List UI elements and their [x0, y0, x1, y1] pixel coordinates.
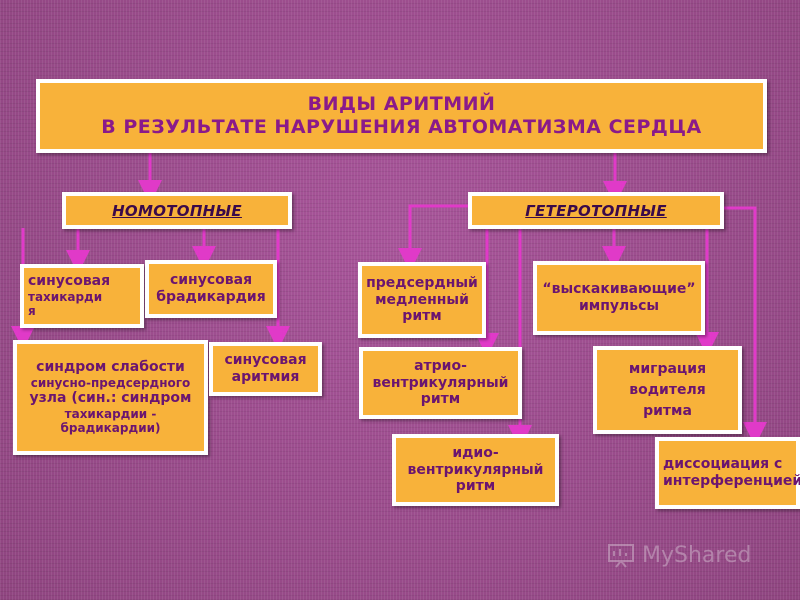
nomotopic-label: НОМОТОПНЫЕ: [112, 201, 242, 220]
atrial-slow-line-1: предсердный: [366, 274, 478, 291]
escape-impulses-line-2: импульсы: [578, 298, 660, 314]
atrial-slow-line-3: ритм: [402, 308, 442, 325]
idioventricular-line-2: вентрикулярный: [407, 461, 544, 478]
idioventricular-line-3: ритм: [455, 478, 496, 495]
sick-sinus-line-1: синдром слабости: [36, 359, 185, 376]
sinus-tachycardia-box: синусовая тахикарди я: [20, 264, 144, 328]
sick-sinus-line-5: брадикардии): [60, 421, 161, 436]
title-line-1: ВИДЫ АРИТМИЙ: [307, 93, 496, 116]
watermark-text: MyShared: [642, 542, 752, 568]
pacemaker-migration-line-1: миграция: [628, 360, 707, 377]
sinus-tachycardia-line-2: тахикарди: [28, 290, 103, 304]
dissociation-box: диссоциация с интерференцией: [655, 437, 800, 509]
sinus-arrhythmia-line-2: аритмия: [231, 369, 300, 385]
sick-sinus-line-2: синусно-предсердного: [30, 375, 191, 390]
sinus-tachycardia-line-1: синусовая: [28, 273, 111, 290]
sinus-bradycardia-line-1: синусовая: [169, 272, 253, 289]
sinus-tachycardia-line-3: я: [28, 304, 36, 319]
sinus-arrhythmia-box: синусовая аритмия: [209, 342, 322, 396]
sick-sinus-box: синдром слабости синусно-предсердного уз…: [13, 340, 208, 455]
presentation-board-icon: [608, 544, 634, 568]
escape-impulses-box: “выскакивающие” импульсы: [533, 261, 705, 335]
sick-sinus-line-4: тахикардии -: [64, 407, 157, 422]
pacemaker-migration-line-2: водителя: [629, 381, 706, 398]
heterotopic-label: ГЕТЕРОТОПНЫЕ: [525, 201, 667, 220]
atrial-slow-rhythm-box: предсердный медленный ритм: [358, 262, 486, 338]
pacemaker-migration-line-3: ритма: [643, 402, 692, 419]
av-rhythm-line-2: вентрикулярный: [372, 374, 509, 391]
title-box: ВИДЫ АРИТМИЙ В РЕЗУЛЬТАТЕ НАРУШЕНИЯ АВТО…: [36, 79, 767, 153]
pacemaker-migration-box: миграция водителя ритма: [593, 346, 742, 434]
sinus-arrhythmia-line-1: синусовая: [224, 352, 307, 369]
heterotopic-category: ГЕТЕРОТОПНЫЕ: [468, 192, 724, 229]
idioventricular-line-1: идио-: [452, 444, 499, 461]
sinus-bradycardia-box: синусовая брадикардия: [145, 260, 277, 318]
idioventricular-box: идио- вентрикулярный ритм: [392, 434, 559, 506]
av-rhythm-box: атрио- вентрикулярный ритм: [359, 347, 522, 419]
sinus-bradycardia-line-2: брадикардия: [156, 289, 266, 305]
watermark-logo: MyShared: [606, 540, 766, 570]
escape-impulses-line-1: “выскакивающие”: [542, 281, 696, 298]
title-line-2: В РЕЗУЛЬТАТЕ НАРУШЕНИЯ АВТОМАТИЗМА СЕРДЦ…: [101, 116, 702, 138]
av-rhythm-line-1: атрио-: [414, 357, 467, 374]
sick-sinus-line-3: узла (син.: синдром: [29, 390, 192, 407]
dissociation-line-1: диссоциация с: [663, 456, 783, 473]
dissociation-line-2: интерференцией: [663, 473, 800, 489]
atrial-slow-line-2: медленный: [375, 291, 469, 308]
nomotopic-category: НОМОТОПНЫЕ: [62, 192, 292, 229]
av-rhythm-line-3: ритм: [420, 391, 461, 408]
